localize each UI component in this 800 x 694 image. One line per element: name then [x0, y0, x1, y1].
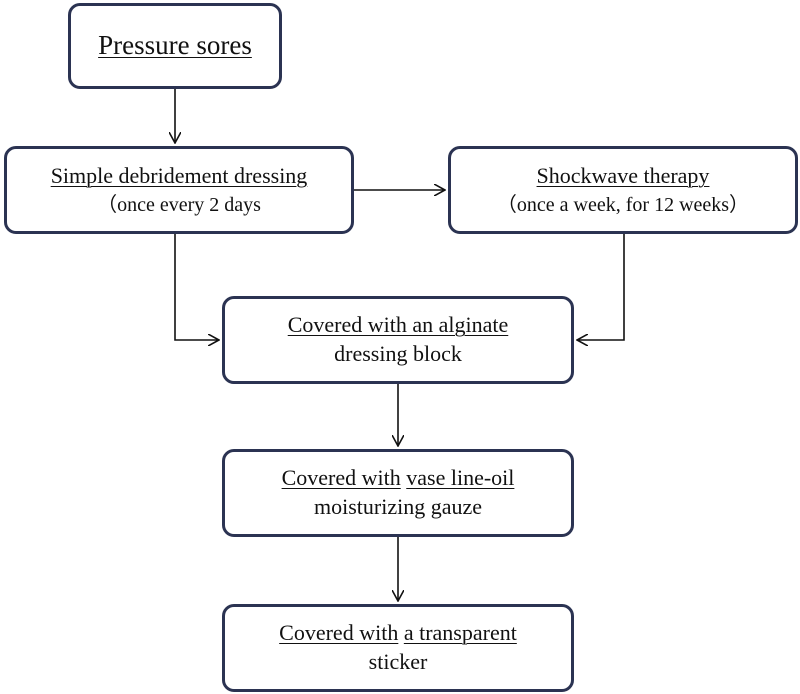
- node-sticker-line1: Covered with a transparent: [279, 619, 517, 648]
- node-vaseline-line1: Covered with vase line-oil: [282, 464, 515, 493]
- node-vaseline-line1-b: vase line-oil: [406, 465, 515, 491]
- node-simple-debridement: Simple debridement dressing （once every …: [4, 146, 354, 234]
- node-vaseline-gauze: Covered with vase line-oil moisturizing …: [222, 449, 574, 537]
- node-vaseline-line1-a: Covered with: [281, 465, 401, 491]
- node-debridement-frequency: （once every 2 days: [97, 194, 261, 217]
- node-vaseline-line2: moisturizing gauze: [313, 494, 482, 519]
- node-shockwave-therapy: Shockwave therapy （once a week, for 12 w…: [448, 146, 798, 234]
- node-sticker-line1-a: Covered with: [279, 620, 399, 646]
- node-transparent-sticker: Covered with a transparent sticker: [222, 604, 574, 692]
- arrow-shockwave-to-alginate: [577, 234, 625, 340]
- node-alginate-dressing: Covered with an alginate dressing block: [222, 296, 574, 384]
- node-alginate-line1: Covered with an alginate: [287, 312, 509, 338]
- node-sticker-line2: sticker: [368, 649, 428, 674]
- node-pressure-sores: Pressure sores: [68, 3, 282, 89]
- arrow-debridement-to-alginate: [174, 234, 219, 340]
- node-shockwave-frequency: （once a week, for 12 weeks）: [496, 194, 750, 217]
- node-sticker-line1-b: a transparent: [403, 620, 517, 646]
- node-alginate-line2: dressing block: [334, 341, 462, 366]
- node-pressure-sores-title: Pressure sores: [98, 30, 252, 61]
- node-shockwave-title: Shockwave therapy: [536, 162, 710, 188]
- node-debridement-title: Simple debridement dressing: [50, 162, 308, 188]
